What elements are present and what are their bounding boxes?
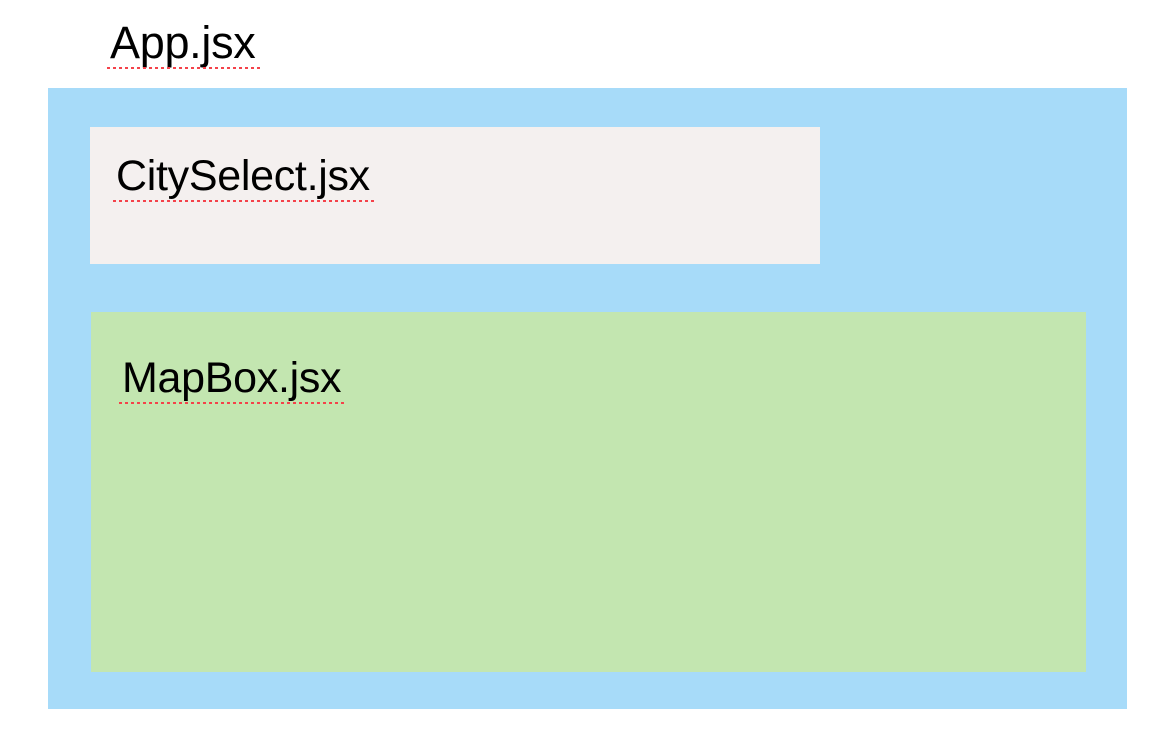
spellcheck-underline: App.jsx bbox=[106, 17, 261, 69]
component-label-cityselect: CitySelect.jsx bbox=[113, 152, 375, 202]
component-label-app: App.jsx bbox=[106, 17, 261, 69]
spellcheck-underline: CitySelect.jsx bbox=[113, 152, 375, 202]
component-label-mapbox: MapBox.jsx bbox=[118, 354, 347, 404]
component-box-app[interactable]: CitySelect.jsx MapBox.jsx bbox=[48, 88, 1127, 709]
component-box-mapbox[interactable]: MapBox.jsx bbox=[91, 312, 1086, 672]
spellcheck-underline: MapBox.jsx bbox=[118, 354, 347, 404]
component-box-cityselect[interactable]: CitySelect.jsx bbox=[90, 127, 820, 264]
